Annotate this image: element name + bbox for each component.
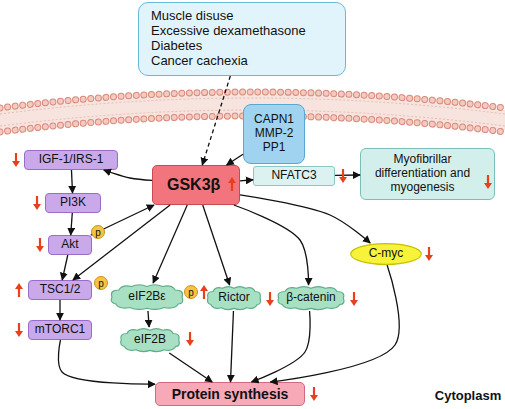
- node-text: Myofibrillar differentiation and myogene…: [367, 153, 478, 194]
- node-text: IGF-1/IRS-1: [39, 153, 104, 167]
- phosphate-circle: [185, 286, 198, 299]
- decrease-arrow: [310, 387, 318, 401]
- node-text: β-catenin: [286, 291, 336, 305]
- connector-arrow: [270, 265, 399, 382]
- factor-ellipse: C-myc: [350, 243, 422, 265]
- factor-cloud: eIF2Bε: [108, 283, 186, 311]
- connector-arrow: [231, 311, 234, 382]
- decrease-arrow: [186, 332, 194, 346]
- node-text: Muscle disuse: [151, 9, 233, 24]
- connector-arrow: [104, 170, 152, 180]
- decrease-arrow: [36, 238, 44, 252]
- regulator-box: CAPN1MMP-2PP1: [243, 104, 305, 164]
- increase-arrow: [200, 285, 208, 299]
- cloud-shape: [111, 285, 182, 310]
- ellipse-shape: [351, 244, 422, 265]
- connector-arrow: [251, 311, 310, 382]
- connector-arrow: [203, 205, 230, 285]
- region-label: Cytoplasm: [435, 388, 501, 403]
- connector-arrow: [148, 311, 149, 327]
- node-text: PP1: [263, 141, 286, 155]
- node-text: Protein synthesis: [172, 386, 289, 402]
- node-text: eIF2Bε: [128, 290, 165, 304]
- connector-arrow: [59, 300, 60, 320]
- decrease-arrow: [339, 169, 347, 183]
- increase-arrow: [228, 177, 236, 191]
- phosphate-label: p: [95, 227, 101, 238]
- node-text: MMP-2: [255, 127, 294, 141]
- connector-arrow: [71, 213, 73, 235]
- node-text: Excessive dexamethasone: [151, 24, 306, 39]
- node-text: PI3K: [60, 196, 86, 210]
- factor-cloud: eIF2B: [118, 327, 182, 353]
- cause-box: Muscle disuseExcessive dexamethasoneDiab…: [138, 2, 346, 76]
- connector-arrow: [335, 174, 360, 176]
- pathway-box: TSC1/2: [28, 280, 92, 300]
- cloud-shape: [278, 287, 344, 310]
- decrease-arrow: [425, 247, 433, 261]
- decrease-arrow: [33, 196, 41, 210]
- connector-arrow: [169, 353, 212, 382]
- node-text: GSK3β: [167, 176, 220, 194]
- node-text: Akt: [61, 238, 78, 252]
- connector-arrow: [227, 154, 243, 165]
- pathway-box: mTORC1: [28, 320, 92, 340]
- cloud-shape: [121, 329, 180, 352]
- decrease-arrow: [12, 153, 20, 167]
- node-text: Diabetes: [151, 39, 202, 54]
- outcome-box: Protein synthesis: [155, 382, 305, 406]
- node-text: Cancer cachexia: [151, 54, 248, 69]
- factor-cloud: Rictor: [205, 285, 263, 311]
- outcome-box: Myofibrillar differentiation and myogene…: [360, 148, 495, 200]
- phosphate-circle: [95, 277, 108, 290]
- dashed-arrow: [202, 76, 230, 165]
- node-text: TSC1/2: [40, 283, 81, 297]
- connector-arrow: [62, 255, 68, 280]
- phosphate-label: p: [98, 278, 104, 289]
- node-text: CAPN1: [254, 113, 294, 127]
- node-text: mTORC1: [35, 323, 85, 337]
- phosphate-circle: [92, 226, 105, 239]
- connector-arrow: [58, 340, 155, 384]
- central-kinase-box: GSK3β: [152, 165, 240, 205]
- node-text: NFATC3: [271, 169, 316, 183]
- cloud-shape: [207, 287, 260, 310]
- connector-arrow: [234, 205, 309, 285]
- pathway-box: PI3K: [45, 193, 101, 213]
- pathway-box: Akt: [48, 235, 92, 255]
- pathway-box: IGF-1/IRS-1: [24, 150, 118, 170]
- connector-arrow: [240, 195, 370, 243]
- decrease-arrow: [15, 323, 23, 337]
- connector-arrow: [240, 180, 253, 181]
- phosphate-label: p: [188, 287, 194, 298]
- node-text: eIF2B: [134, 333, 166, 347]
- connector-arrow: [71, 170, 72, 193]
- node-text: C-myc: [369, 247, 404, 261]
- decrease-arrow: [350, 292, 358, 306]
- factor-box: NFATC3: [253, 166, 335, 186]
- decrease-arrow: [484, 175, 492, 189]
- node-text: Rictor: [218, 291, 249, 305]
- connector-arrow: [73, 205, 170, 280]
- connector-arrow: [153, 205, 187, 283]
- factor-cloud: β-catenin: [275, 285, 347, 311]
- decrease-arrow: [266, 292, 274, 306]
- increase-arrow: [15, 283, 23, 297]
